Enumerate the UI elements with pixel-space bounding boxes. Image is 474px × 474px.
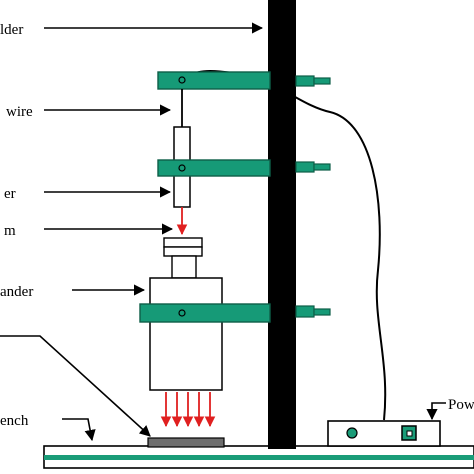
label-holder: lder: [0, 22, 23, 38]
sample-plate: [147, 437, 225, 448]
optical-bench: [43, 445, 474, 469]
label-expander: ander: [0, 284, 33, 300]
power-supply: [327, 420, 441, 447]
label-laser: er: [4, 186, 16, 202]
beam-expander-body: [149, 277, 223, 391]
label-wire: wire: [6, 104, 33, 120]
label-power: Pow: [448, 397, 474, 413]
label-arrows: [0, 22, 446, 442]
holder-rod: [268, 0, 296, 449]
expanded-beams: [160, 392, 216, 428]
label-bench: ench: [0, 413, 29, 429]
label-beam: m: [4, 223, 16, 239]
bottom-clamp: [139, 303, 331, 323]
expander-lens: [163, 237, 203, 279]
power-knob-icon: [346, 427, 358, 439]
top-clamp: [157, 71, 331, 90]
middle-clamp: [157, 159, 331, 177]
